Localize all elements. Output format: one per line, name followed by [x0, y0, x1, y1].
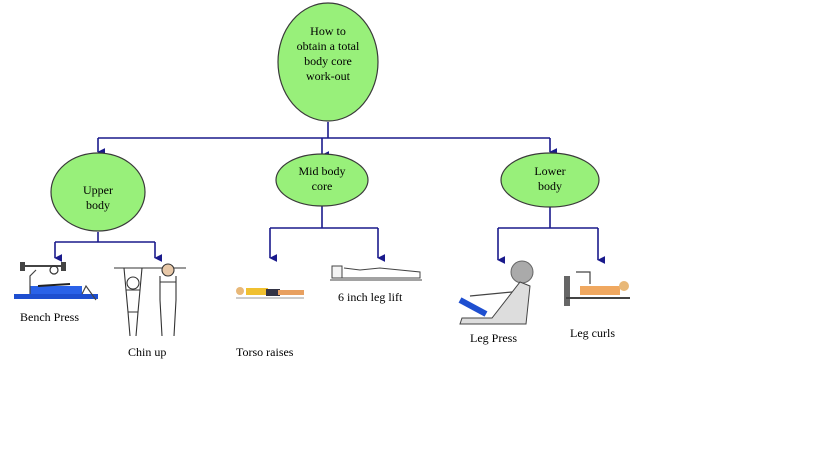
leg-lift-caption: 6 inch leg lift — [338, 290, 403, 304]
mid-body-label: Mid body core — [298, 164, 346, 193]
leg-press-icon — [458, 260, 534, 325]
torso-raises-caption: Torso raises — [236, 345, 294, 359]
connectors — [54, 122, 606, 264]
bench-press-caption: Bench Press — [20, 310, 79, 324]
bench-press-icon — [14, 262, 98, 301]
root-oval — [277, 2, 379, 122]
mid-body-oval — [275, 153, 369, 207]
leg-lift-icon — [330, 265, 422, 281]
leg-curls-icon — [564, 271, 630, 306]
leg-curls-caption: Leg curls — [570, 326, 615, 340]
lower-body-oval — [500, 152, 600, 208]
leg-press-caption: Leg Press — [470, 331, 517, 345]
root-label: How to obtain a total body core work-out — [296, 24, 360, 83]
chin-up-caption: Chin up — [128, 345, 167, 359]
chin-up-icon — [114, 263, 186, 337]
upper-body-oval — [50, 152, 146, 232]
upper-body-label: Upper body — [83, 183, 113, 212]
lower-body-label: Lower body — [534, 164, 566, 193]
torso-raises-icon — [236, 287, 304, 299]
